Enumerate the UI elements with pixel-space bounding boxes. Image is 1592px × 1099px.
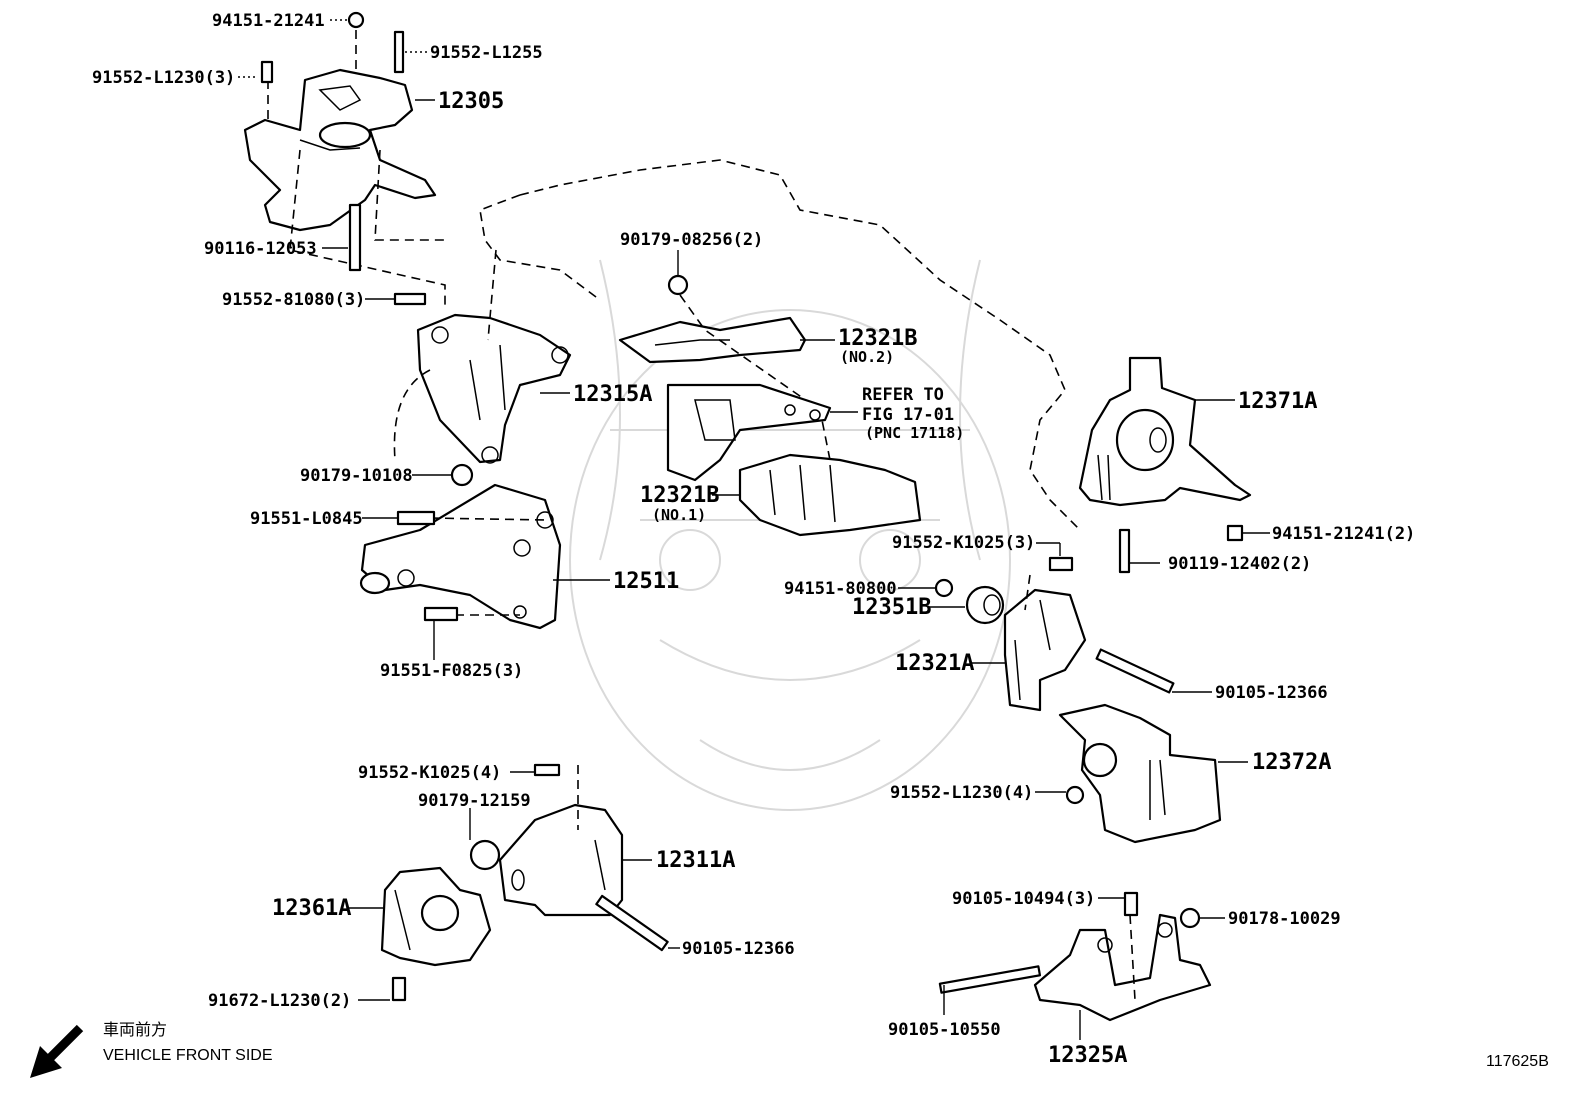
part-12321B-no1[interactable] — [738, 453, 922, 537]
bolt-91551-L0845[interactable] — [396, 510, 436, 526]
label-12511: 12511 — [613, 569, 679, 594]
label-90178-10029: 90178-10029 — [1228, 909, 1341, 929]
part-12371A-mount[interactable] — [1078, 356, 1252, 507]
nut-94151-21241[interactable] — [347, 11, 365, 29]
nut-90179-08256[interactable] — [667, 274, 689, 296]
label-90179-12159: 90179-12159 — [418, 791, 531, 811]
label-no2: (NO.2) — [840, 348, 894, 366]
label-91552-K1025-4: 91552-K1025(4) — [358, 763, 501, 783]
label-90105-10494-3: 90105-10494(3) — [952, 889, 1095, 909]
nut-94151-21241-2[interactable] — [1226, 524, 1244, 542]
refer-to-line1: REFER TO — [862, 385, 944, 405]
label-91552-L1230-3: 91552-L1230(3) — [92, 68, 235, 88]
label-12351B: 12351B — [852, 595, 931, 620]
refer-bracket[interactable] — [666, 383, 832, 482]
label-90119-12402-2: 90119-12402(2) — [1168, 554, 1311, 574]
label-90116-12053: 90116-12053 — [204, 239, 317, 259]
bolt-91552-L1230-4[interactable] — [1065, 785, 1085, 805]
part-12321A-bracket[interactable] — [1003, 588, 1087, 712]
front-label-japanese: 車両前方 — [103, 1021, 167, 1039]
label-90105-10550: 90105-10550 — [888, 1020, 1001, 1040]
part-12372A-mount[interactable] — [1058, 703, 1222, 844]
label-90105-12366-right: 90105-12366 — [1215, 683, 1328, 703]
part-12321B-no2[interactable] — [618, 316, 807, 364]
label-12315A: 12315A — [573, 382, 652, 407]
part-12305-mount[interactable] — [243, 68, 437, 232]
label-91551-F0825-3: 91551-F0825(3) — [380, 661, 523, 681]
bolt-91551-F0825[interactable] — [423, 606, 459, 622]
bolt-91552-L1230[interactable] — [260, 60, 274, 84]
diagram-code: 117625B — [1486, 1053, 1549, 1070]
part-12361A-mount[interactable] — [380, 866, 492, 967]
bolt-91672-L1230[interactable] — [391, 976, 407, 1002]
part-12511-bracket[interactable] — [359, 483, 562, 630]
bolt-90105-10550[interactable] — [938, 965, 1042, 994]
part-12351B-bushing[interactable] — [965, 585, 1005, 625]
bolt-90105-12366-bottom[interactable] — [595, 894, 669, 952]
label-12325A: 12325A — [1048, 1043, 1127, 1068]
label-90179-08256-2: 90179-08256(2) — [620, 230, 763, 250]
label-94151-21241-2: 94151-21241(2) — [1272, 524, 1415, 544]
refer-to-line2: FIG 17-01 — [862, 405, 954, 425]
label-94151-80800: 94151-80800 — [784, 579, 897, 599]
label-91551-L0845: 91551-L0845 — [250, 509, 363, 529]
bolt-90105-12366-right[interactable] — [1095, 648, 1175, 694]
label-12321B-no1: 12321B — [640, 483, 719, 508]
label-91552-L1255: 91552-L1255 — [430, 43, 543, 63]
label-90105-12366-bottom: 90105-12366 — [682, 939, 795, 959]
label-12305: 12305 — [438, 89, 504, 114]
bolt-90105-10494[interactable] — [1123, 891, 1139, 917]
engine-outline — [479, 159, 1081, 531]
bolt-91552-K1025-4[interactable] — [533, 763, 561, 777]
label-12361A: 12361A — [272, 896, 351, 921]
label-12321A: 12321A — [895, 651, 974, 676]
bolt-90119-12402[interactable] — [1118, 528, 1131, 574]
stud-90116-12053[interactable] — [348, 203, 362, 272]
part-12315A-bracket[interactable] — [416, 313, 572, 464]
front-label-english: VEHICLE FRONT SIDE — [103, 1047, 273, 1064]
nut-90178-10029[interactable] — [1179, 907, 1201, 929]
label-94151-21241: 94151-21241 — [212, 11, 325, 31]
label-91552-L1230-4: 91552-L1230(4) — [890, 783, 1033, 803]
bolt-91552-K1025-3[interactable] — [1048, 556, 1074, 572]
label-12321B-no2: 12321B — [838, 326, 917, 351]
nut-90179-10108[interactable] — [450, 463, 474, 487]
front-direction-arrow-icon — [30, 1024, 84, 1078]
part-90179-12159[interactable] — [469, 839, 501, 871]
label-no1: (NO.1) — [652, 506, 706, 524]
label-91672-L1230-2: 91672-L1230(2) — [208, 991, 351, 1011]
leader-lines — [238, 19, 1270, 1040]
nut-94151-80800[interactable] — [934, 578, 954, 598]
label-91552-K1025-3: 91552-K1025(3) — [892, 533, 1035, 553]
refer-to-line3: (PNC 17118) — [865, 424, 964, 442]
label-12311A: 12311A — [656, 848, 735, 873]
part-12311A-bracket[interactable] — [498, 803, 624, 917]
bolt-91552-L1255[interactable] — [393, 30, 405, 74]
label-91552-81080-3: 91552-81080(3) — [222, 290, 365, 310]
part-12325A-bracket[interactable] — [1033, 913, 1212, 1022]
label-90179-10108: 90179-10108 — [300, 466, 413, 486]
bolt-91552-81080[interactable] — [393, 292, 427, 306]
label-12371A: 12371A — [1238, 389, 1317, 414]
label-12372A: 12372A — [1252, 750, 1331, 775]
